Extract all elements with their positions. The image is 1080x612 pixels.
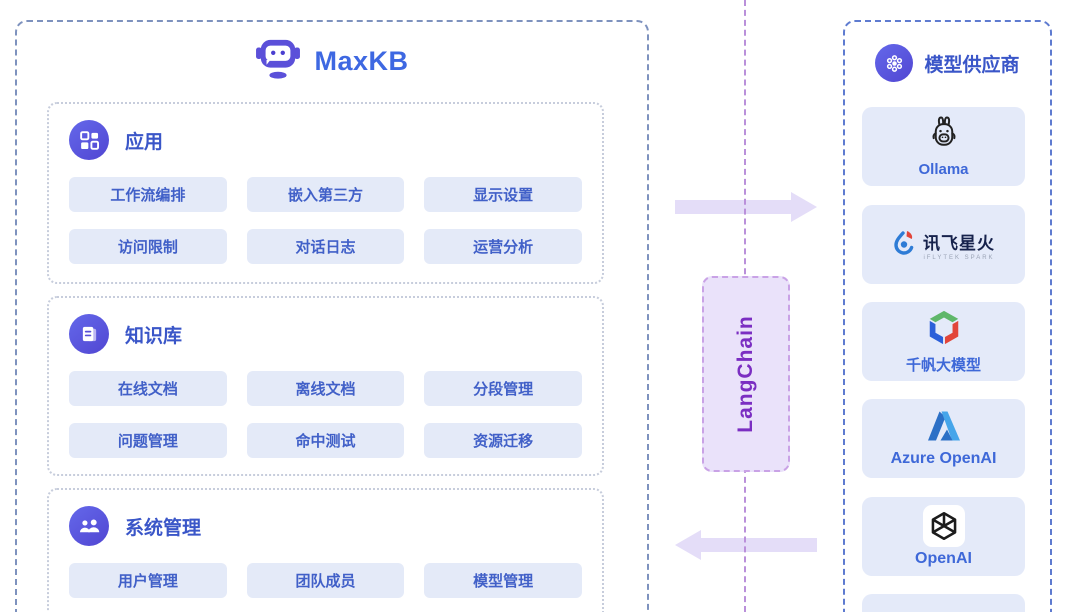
section-apps-title: 应用 xyxy=(125,131,164,153)
section-apps-header: 应用 xyxy=(49,104,602,160)
providers-header: 模型供应商 xyxy=(845,44,1050,82)
sys-button-grid: 用户管理 团队成员 模型管理 xyxy=(69,563,582,612)
langchain-label: LangChain xyxy=(734,315,757,433)
provider-card-qianfan: 千帆大模型 xyxy=(862,302,1025,381)
feature-pill-user-mgmt: 用户管理 xyxy=(69,563,227,598)
provider-label: OpenAI xyxy=(915,550,972,567)
team-users-icon xyxy=(69,506,109,546)
feature-pill-chatlog: 对话日志 xyxy=(246,229,405,264)
arrow-left-shaft xyxy=(701,538,817,552)
arrow-right-icon xyxy=(675,192,817,222)
section-sys-header: 系统管理 xyxy=(49,490,602,546)
maxkb-header: MaxKB xyxy=(17,38,647,85)
model-provider-icon xyxy=(875,44,914,82)
arrow-right-shaft xyxy=(675,200,791,214)
model-providers-panel: 模型供应商 xyxy=(843,20,1052,612)
arrow-left-icon xyxy=(675,530,817,560)
spark-text-col: 讯飞星火 iFLYTEK SPARK xyxy=(923,229,995,261)
provider-label: 讯飞星火 xyxy=(923,233,995,253)
provider-card-azure-openai: Azure OpenAI xyxy=(862,399,1025,478)
maxkb-title: MaxKB xyxy=(314,46,409,76)
feature-pill-online-doc: 在线文档 xyxy=(69,371,227,406)
openai-knot-icon xyxy=(922,505,965,547)
azure-a-icon xyxy=(926,410,962,447)
provider-label: Ollama xyxy=(918,161,969,178)
provider-card-partial xyxy=(862,594,1025,612)
arrow-right-head xyxy=(791,192,817,222)
spark-drop-icon xyxy=(892,229,916,260)
langchain-box: LangChain xyxy=(702,276,790,472)
kb-button-grid: 在线文档 离线文档 分段管理 问题管理 命中测试 资源迁移 xyxy=(69,371,582,458)
feature-pill-team: 团队成员 xyxy=(246,563,405,598)
feature-pill-access: 访问限制 xyxy=(69,229,227,264)
section-kb-header: 知识库 xyxy=(49,298,602,354)
provider-sublabel: iFLYTEK SPARK xyxy=(923,254,995,261)
feature-pill-hit-test: 命中测试 xyxy=(246,423,405,458)
feature-pill-segment: 分段管理 xyxy=(424,371,582,406)
feature-pill-embed: 嵌入第三方 xyxy=(246,177,405,212)
feature-pill-display: 显示设置 xyxy=(424,177,582,212)
feature-pill-migrate: 资源迁移 xyxy=(424,423,582,458)
feature-pill-workflow: 工作流编排 xyxy=(69,177,227,212)
apps-grid-icon xyxy=(69,120,109,160)
provider-card-spark: 讯飞星火 iFLYTEK SPARK xyxy=(862,205,1025,284)
section-sys-title: 系统管理 xyxy=(125,517,202,539)
arrow-left-head xyxy=(675,530,701,560)
feature-pill-question: 问题管理 xyxy=(69,423,227,458)
provider-label: 千帆大模型 xyxy=(905,357,981,374)
feature-pill-analytics: 运营分析 xyxy=(424,229,582,264)
section-system-management: 系统管理 用户管理 团队成员 模型管理 xyxy=(47,488,604,612)
section-apps: 应用 工作流编排 嵌入第三方 显示设置 访问限制 对话日志 运营分析 xyxy=(47,102,604,284)
section-knowledge-base: 知识库 在线文档 离线文档 分段管理 问题管理 命中测试 资源迁移 xyxy=(47,296,604,476)
feature-pill-offline-doc: 离线文档 xyxy=(246,371,405,406)
qianfan-cube-icon xyxy=(925,308,963,351)
maxkb-panel: MaxKB 应用 工作流编排 嵌入第三方 显示设置 访问限制 xyxy=(15,20,649,612)
maxkb-robot-logo-icon xyxy=(255,38,301,85)
ollama-llama-icon xyxy=(927,115,961,158)
provider-card-openai: OpenAI xyxy=(862,497,1025,576)
apps-button-grid: 工作流编排 嵌入第三方 显示设置 访问限制 对话日志 运营分析 xyxy=(69,177,582,264)
spark-logo-row: 讯飞星火 iFLYTEK SPARK xyxy=(892,229,995,261)
provider-card-ollama: Ollama xyxy=(862,107,1025,186)
knowledge-doc-icon xyxy=(69,314,109,354)
providers-title: 模型供应商 xyxy=(924,54,1020,76)
section-kb-title: 知识库 xyxy=(125,325,183,347)
provider-label: Azure OpenAI xyxy=(890,449,997,467)
feature-pill-model-mgmt: 模型管理 xyxy=(424,563,582,598)
